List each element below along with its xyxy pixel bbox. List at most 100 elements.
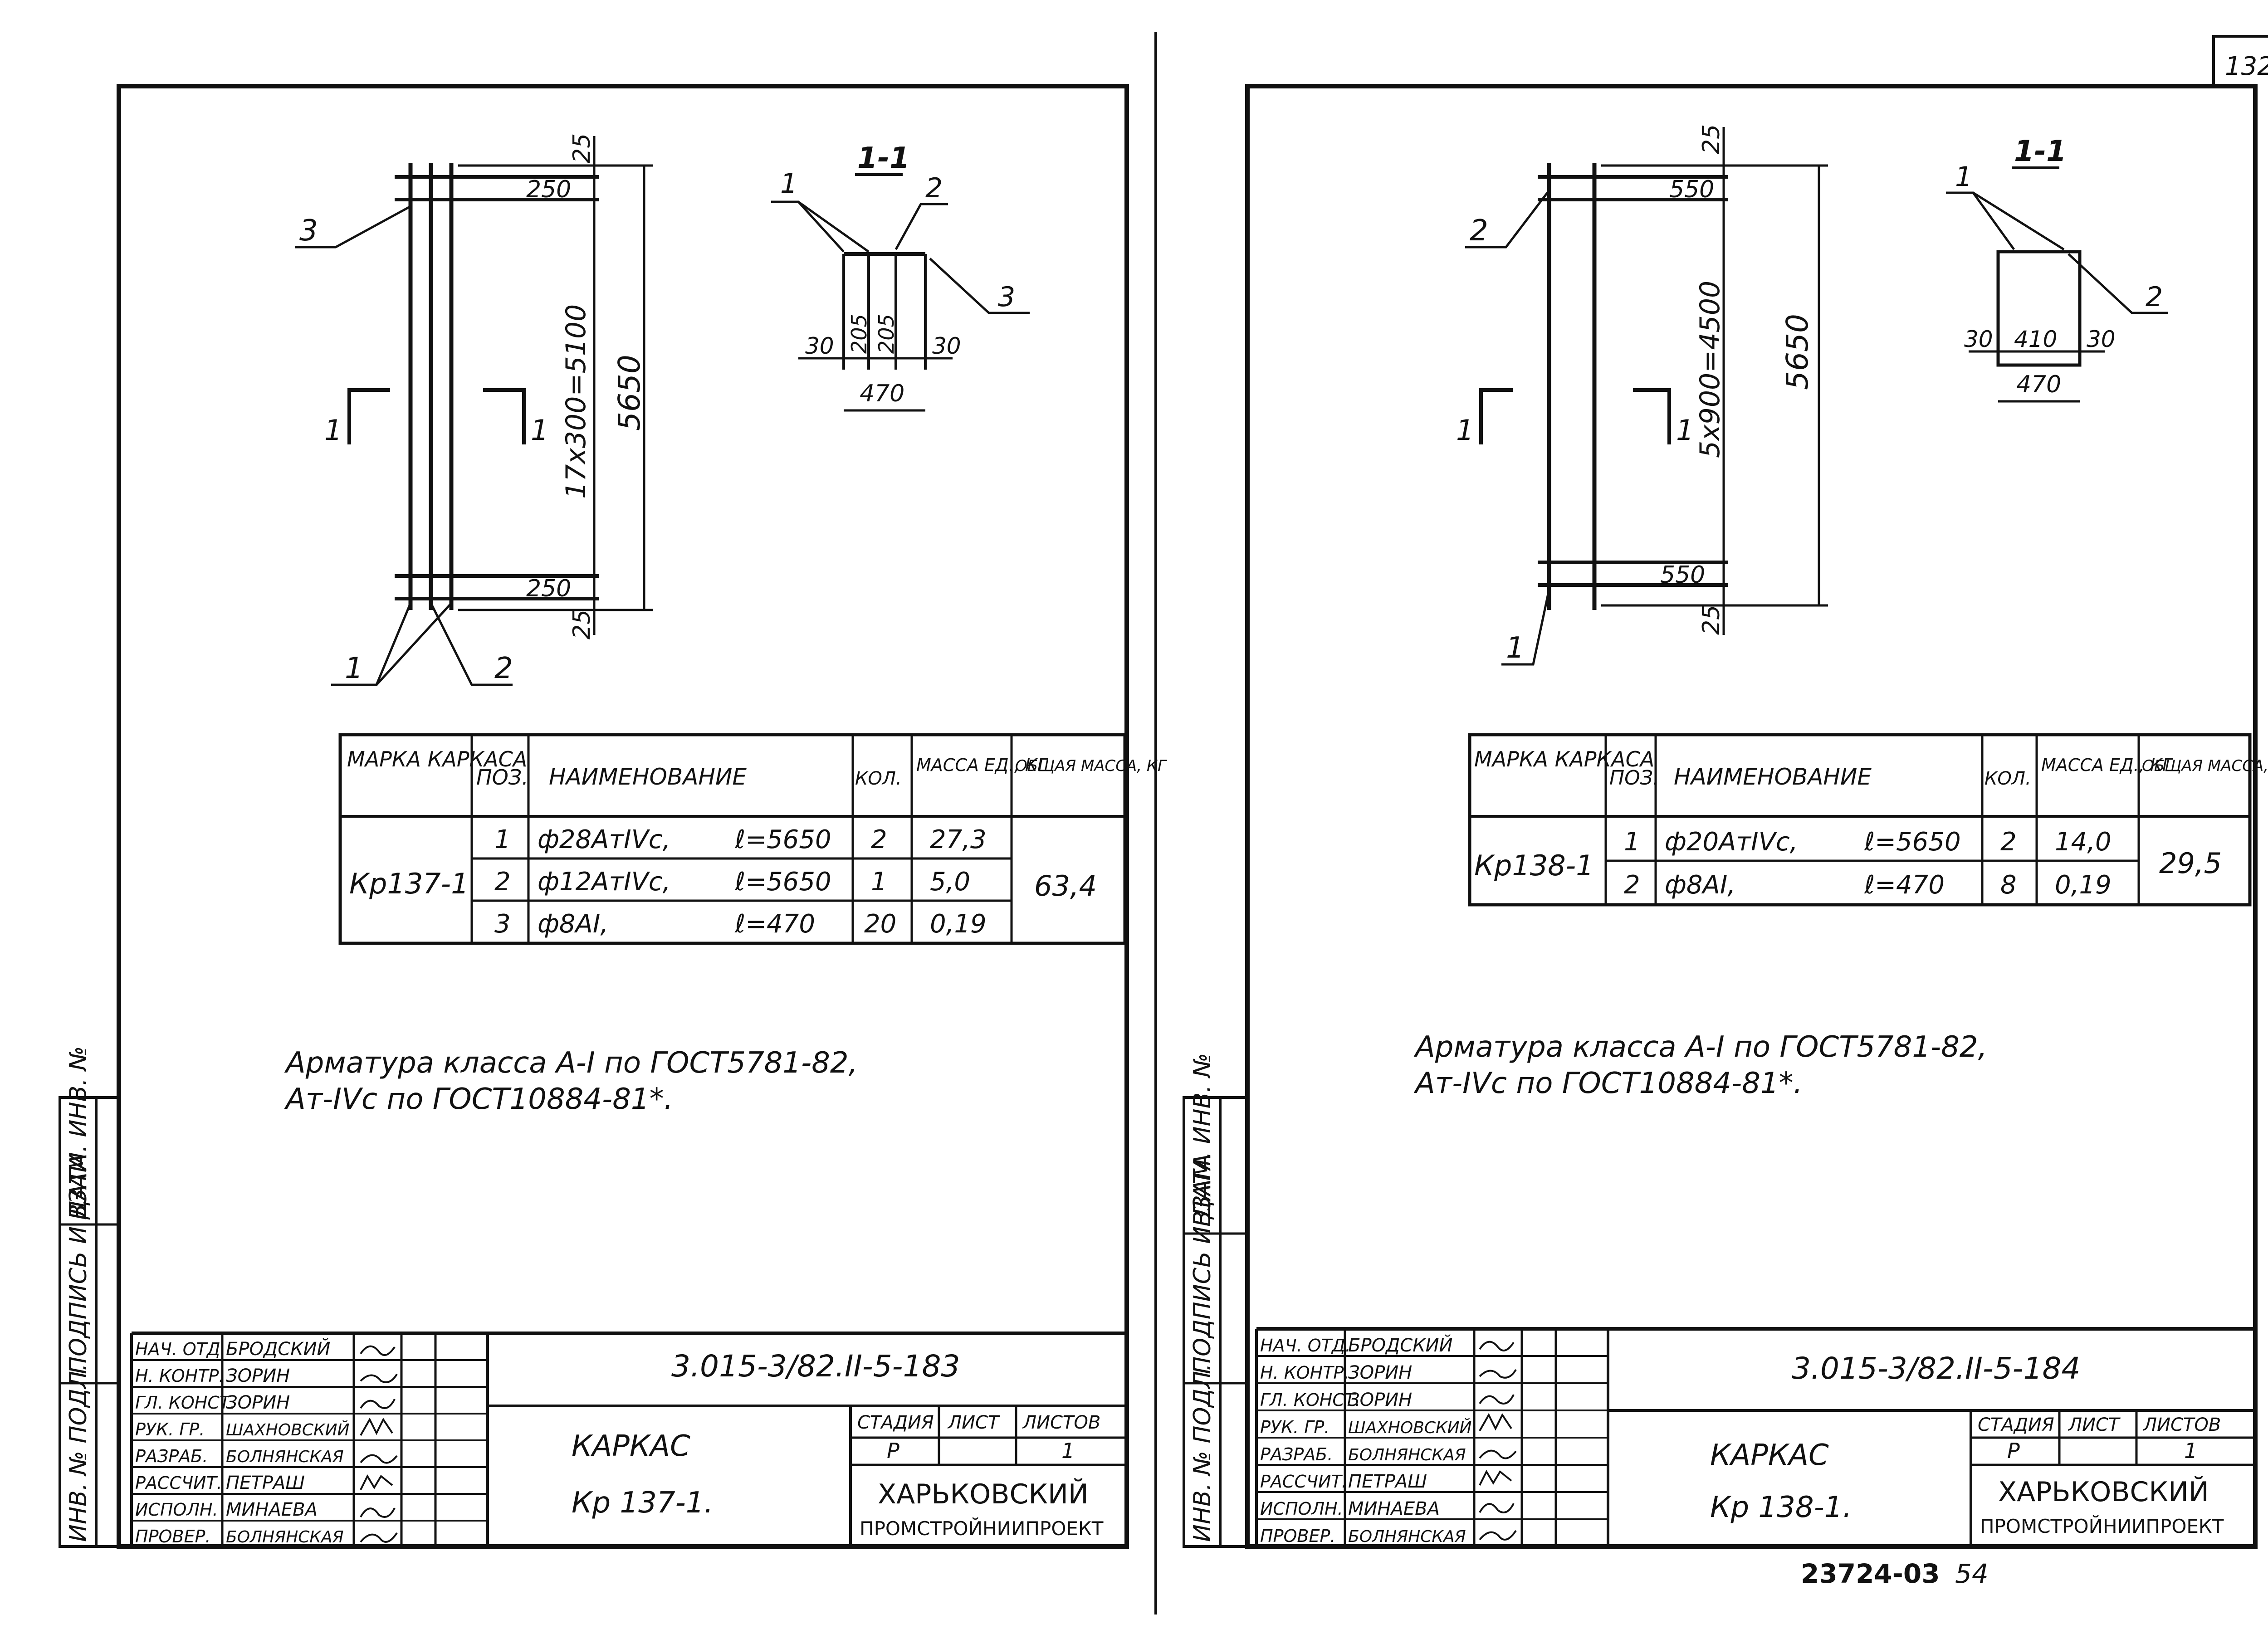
td-len: ℓ=470 [1864,870,1945,900]
stamp-doc-code: 3.015-3/82.II-5-184 [1792,1351,2080,1386]
th-total: ОБЩАЯ МАССА, КГ [2142,757,2268,775]
td-mark: Кр137-1 [349,867,469,900]
stamp-person: БОЛНЯНСКАЯ [1348,1446,1466,1464]
td-pos: 2 [1624,870,1640,900]
sheet-left: ИНВ. № ПОДЛ. ПОДПИСЬ И ДАТА ВЗАМ. ИНВ. №… [59,84,1168,1549]
stamp-person: ЗОРИН [1348,1390,1412,1410]
stamp-name-2: Кр 137-1. [572,1486,714,1520]
dim-spacing-top: 250 [526,176,571,203]
td-pos: 1 [1624,827,1640,857]
th-pos: ПОЗ. [476,765,528,790]
td-qty: 1 [871,867,887,897]
cage-elevation: 550 550 25 25 5х900=4500 5650 1 1 2 1 [1456,124,1828,666]
dim-spacing-bottom: 550 [1660,561,1705,589]
stamp-sheet-h: ЛИСТ [947,1412,1001,1433]
pos-2: 2 [494,652,513,685]
dim-total: 5650 [1780,314,1815,390]
section-title: 1-1 [857,141,910,175]
section-dim-right: 30 [932,333,961,359]
leader-2 [1465,190,1550,249]
stamp-person: БОЛНЯНСКАЯ [1348,1527,1466,1546]
section-mark-right-label: 1 [531,414,548,447]
section-pos-2: 2 [2146,281,2163,313]
section-leader-2 [2068,253,2168,314]
td-name: ф8АI, [1665,870,1735,900]
stamp-person: ПЕТРАШ [1348,1471,1427,1492]
dim-middle: 17х300=5100 [560,304,592,499]
section-dim-total: 470 [2016,371,2061,398]
td-qty: 2 [2000,827,2017,857]
stamp-role: Н. КОНТР. [1260,1363,1349,1383]
footer-code: 23724-03 [1801,1558,1940,1589]
td-name: ф20АтIVс, [1665,827,1798,857]
stamp-person: МИНАЕВА [1348,1498,1440,1519]
td-len: ℓ=5650 [1864,827,1961,857]
spec-table: МАРКА КАРКАСА ПОЗ. НАИМЕНОВАНИЕ КОЛ. МАС… [1468,733,2268,907]
td-mass: 14,0 [2055,827,2112,857]
th-mark: МАРКА КАРКАСА [347,747,527,771]
td-len: ℓ=5650 [734,825,831,854]
th-qty: КОЛ. [855,768,902,789]
leader-2 [430,602,513,686]
stamp-person: БРОДСКИЙ [226,1338,330,1360]
th-qty: КОЛ. [1984,768,2031,789]
td-len: ℓ=470 [734,909,815,939]
th-mark: МАРКА КАРКАСА [1474,747,1654,771]
stamp-person: ШАХНОВСКИЙ [226,1420,349,1439]
stamp-role: ИСПОЛН. [1260,1499,1343,1519]
stamp-sheets: 1 [2184,1439,2197,1463]
stamp-role: ГЛ. КОНСТ. [1260,1390,1360,1410]
side-label-sign: ПОДПИСЬ И ДАТА [1189,1154,1216,1374]
stamp-org-2: ПРОМСТРОЙНИИПРОЕКТ [1980,1515,2224,1537]
td-mass: 0,19 [930,909,987,939]
td-qty: 20 [864,909,896,939]
td-mass: 5,0 [930,867,970,897]
stamp-person: ШАХНОВСКИЙ [1348,1418,1471,1437]
signature-scribbles [360,1345,398,1543]
section-leader-1b [1972,191,2065,251]
td-pos: 1 [494,825,511,854]
td-mark: Кр138-1 [1474,849,1594,882]
section-title: 1-1 [2014,135,2067,168]
note-line-1: Арматура класса А-I по ГОСТ5781-82, [284,1046,858,1080]
section-dim-total: 470 [860,380,904,407]
side-label-sign: ПОДПИСЬ И ДАТА [65,1154,92,1374]
stamp-person: БОЛНЯНСКАЯ [226,1528,344,1546]
stamp-person: ЗОРИН [226,1366,290,1386]
stamp-name-2: Кр 138-1. [1710,1491,1852,1524]
stamp-role: РАЗРАБ. [1260,1444,1333,1464]
section-mark-left [347,388,390,444]
stamp-org-1: ХАРЬКОВСКИЙ [1998,1475,2209,1508]
note-line-2: Ат-IVс по ГОСТ10884-81*. [284,1083,673,1116]
table-border [338,733,1127,945]
td-pos: 2 [494,867,511,897]
leader-3 [295,205,411,249]
td-name: ф8АI, [538,909,608,939]
stamp-role: РУК. ГР. [135,1419,205,1439]
stamp-role: НАЧ. ОТД. [135,1339,226,1359]
stamp-role: ИСПОЛН. [135,1500,218,1520]
sheet-frame [117,84,1129,1549]
td-total: 29,5 [2159,847,2222,880]
sheet-right: 132 ИНВ. № ПОДЛ. ПОДПИСЬ И ДАТА ВЗАМ. ИН… [1183,35,2268,1589]
section-dim-left: 30 [805,333,834,359]
stamp-sheets-h: ЛИСТОВ [1022,1412,1100,1433]
stamp-person: ЗОРИН [226,1392,290,1413]
th-name: НАИМЕНОВАНИЕ [549,764,747,790]
td-mass: 0,19 [2055,870,2112,900]
td-qty: 2 [871,825,887,854]
stamp-name-1: КАРКАС [1710,1439,1829,1472]
side-strip-inner [95,1096,120,1548]
section-mark-right [1633,388,1671,444]
stamp-person: МИНАЕВА [226,1499,318,1520]
leader-1a [331,603,412,686]
section-leader-1 [1946,191,2015,250]
stamp-role: РАССЧИТ. [1260,1472,1347,1492]
leader-1b [376,602,452,686]
note-line-1: Арматура класса А-I по ГОСТ5781-82, [1413,1030,1987,1064]
dim-middle: 5х900=4500 [1694,281,1726,458]
section-dim-mid: 410 [2014,326,2057,352]
section-pos-1: 1 [1955,161,1972,193]
spec-table: МАРКА КАРКАСА ПОЗ. НАИМЕНОВАНИЕ КОЛ. МАС… [338,733,1168,945]
